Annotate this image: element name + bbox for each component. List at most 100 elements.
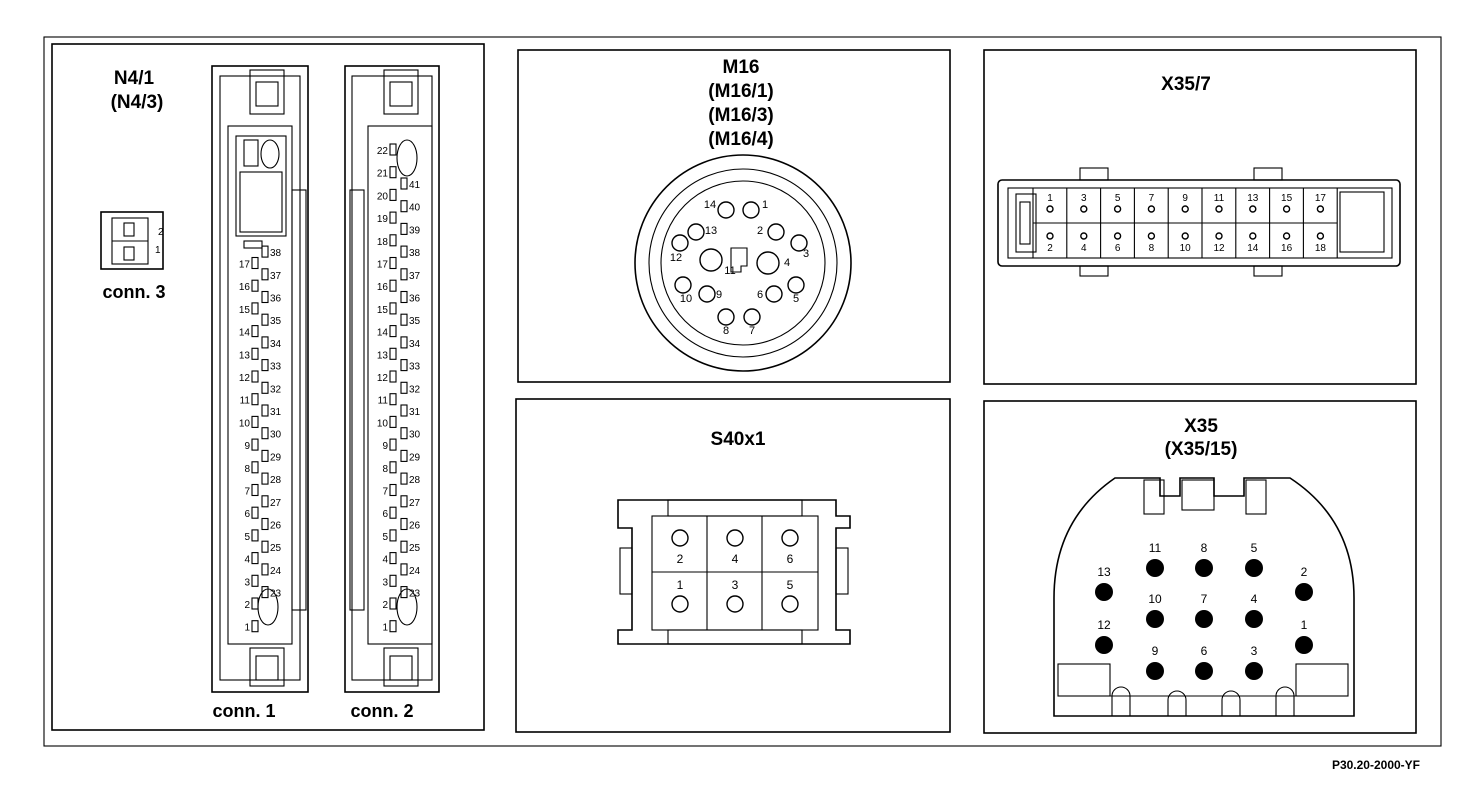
conn2-pin-label-1: 1 [382,623,388,634]
x35-7-pin-8: 8 [1147,232,1156,254]
conn1-label: conn. 1 [212,701,275,721]
x35-pin-label-2: 2 [1301,565,1308,579]
conn1-pin-label-34: 34 [270,339,282,350]
m16-pin-label-14: 14 [704,199,716,211]
conn2-connector [344,65,440,693]
conn1-pin-9: 9 [244,438,259,452]
conn2-pin-10: 10 [377,415,397,429]
m16-pin-4: 4 [756,251,790,275]
x35-7-pin-3: 3 [1080,193,1088,213]
x35-pin-2: 2 [1295,565,1313,601]
x35-7-pin-label-11: 11 [1214,193,1225,204]
conn1-pin-16: 16 [239,279,259,293]
conn2-pin-22: 22 [377,143,397,157]
conn2-pin-label-17: 17 [377,260,389,271]
conn2-pin-37: 37 [400,268,421,282]
conn2-pin-14: 14 [377,325,397,339]
conn1-pin-13: 13 [239,347,259,361]
conn1-pin-label-1: 1 [244,623,250,634]
m16-pin-13: 13 [687,223,717,241]
conn1-pin-38: 38 [261,245,282,259]
x35-7-pin-14: 14 [1247,232,1259,254]
conn2-pin-label-6: 6 [382,509,388,520]
m16-pin-7: 7 [743,308,761,337]
conn2-pin-label-13: 13 [377,350,389,361]
x35-pin-label-10: 10 [1148,592,1162,606]
conn1-pin-label-35: 35 [270,316,282,327]
conn2-pin-label-23: 23 [409,589,421,600]
conn1-pin-37: 37 [261,268,282,282]
conn1-pin-8: 8 [244,461,259,475]
conn2-pin-label-35: 35 [409,316,421,327]
s40x1-pin-2: 2 [671,529,689,566]
conn2-pin-5: 5 [382,529,397,543]
conn1-pin-label-10: 10 [239,418,251,429]
conn2-pin-32: 32 [400,381,421,395]
x35-7-pin-18: 18 [1315,232,1326,254]
conn2-pin-1: 1 [382,620,397,634]
conn1-pin-label-8: 8 [244,464,250,475]
x35-7-title: X35/7 [1161,74,1211,95]
m16-alt-2: (M16/3) [708,105,773,126]
conn2-pin-label-28: 28 [409,475,421,486]
m16-pin-5: 5 [787,276,805,305]
x35-subtitle: (X35/15) [1165,439,1238,460]
x35-7-pin-7: 7 [1147,193,1156,213]
x35-7-pin-15: 15 [1281,193,1293,213]
x35-7-pin-label-13: 13 [1247,193,1259,204]
conn1-pin-31: 31 [261,404,282,418]
conn2-pin-39: 39 [400,222,421,236]
x35-7-pin-label-17: 17 [1315,193,1327,204]
conn2-pin-label-36: 36 [409,294,421,305]
conn1-pin-label-9: 9 [244,441,250,452]
x35-pin-1: 1 [1295,618,1313,654]
conn2-pin-11: 11 [378,393,397,407]
m16-pin-label-2: 2 [757,225,763,237]
conn2-pin-label-19: 19 [377,214,389,225]
x35-pin-label-8: 8 [1201,541,1208,555]
conn1-pin-label-32: 32 [270,384,282,395]
m16-pin-3: 3 [790,234,809,260]
conn1-pin-25: 25 [261,540,282,554]
conn2-pin-label-20: 20 [377,191,389,202]
conn1-pin-label-16: 16 [239,282,251,293]
conn1-pin-30: 30 [261,427,282,441]
conn1-pin-label-12: 12 [239,373,251,384]
x35-7-pin-label-5: 5 [1115,193,1121,204]
conn2-pin-label-29: 29 [409,452,421,463]
conn2-pin-3: 3 [382,574,397,588]
m16-pin-label-4: 4 [784,257,790,269]
x35-pin-label-7: 7 [1201,592,1208,606]
panel-n4: N4/1 (N4/3) 2 1 conn. 3 [51,43,485,731]
m16-pin-1: 1 [742,199,768,219]
conn1-pin-27: 27 [261,495,282,509]
panel-m16: M16 (M16/1) (M16/3) (M16/4) 123456789101… [517,49,951,383]
conn1-pin-label-4: 4 [244,555,250,566]
conn2-pin-label-27: 27 [409,498,421,509]
conn2-pin-30: 30 [400,427,421,441]
s40x1-pin-5: 5 [781,578,799,613]
conn2-pin-label-34: 34 [409,339,421,350]
conn2-pin-label-30: 30 [409,430,421,441]
conn2-pin-label-37: 37 [409,271,421,282]
m16-pin-label-8: 8 [723,325,729,337]
conn1-connector [211,65,309,693]
conn1-pin-14: 14 [239,325,259,339]
s40x1-pin-3: 3 [726,578,744,613]
conn1-pin-5: 5 [244,529,259,543]
s40x1-pin-label-3: 3 [732,578,739,592]
conn2-pin-label-3: 3 [382,577,388,588]
outer-frame [43,36,1442,747]
conn2-pin-label-24: 24 [409,566,421,577]
conn2-pin-25: 25 [400,540,421,554]
conn1-pin-label-26: 26 [270,521,282,532]
m16-pin-label-5: 5 [793,293,799,305]
conn2-pin-label-11: 11 [378,396,389,407]
x35-7-pin-4: 4 [1080,232,1088,254]
x35-pin-label-13: 13 [1097,565,1111,579]
conn1-pin-label-5: 5 [244,532,250,543]
conn2-pin-label-2: 2 [382,600,388,611]
